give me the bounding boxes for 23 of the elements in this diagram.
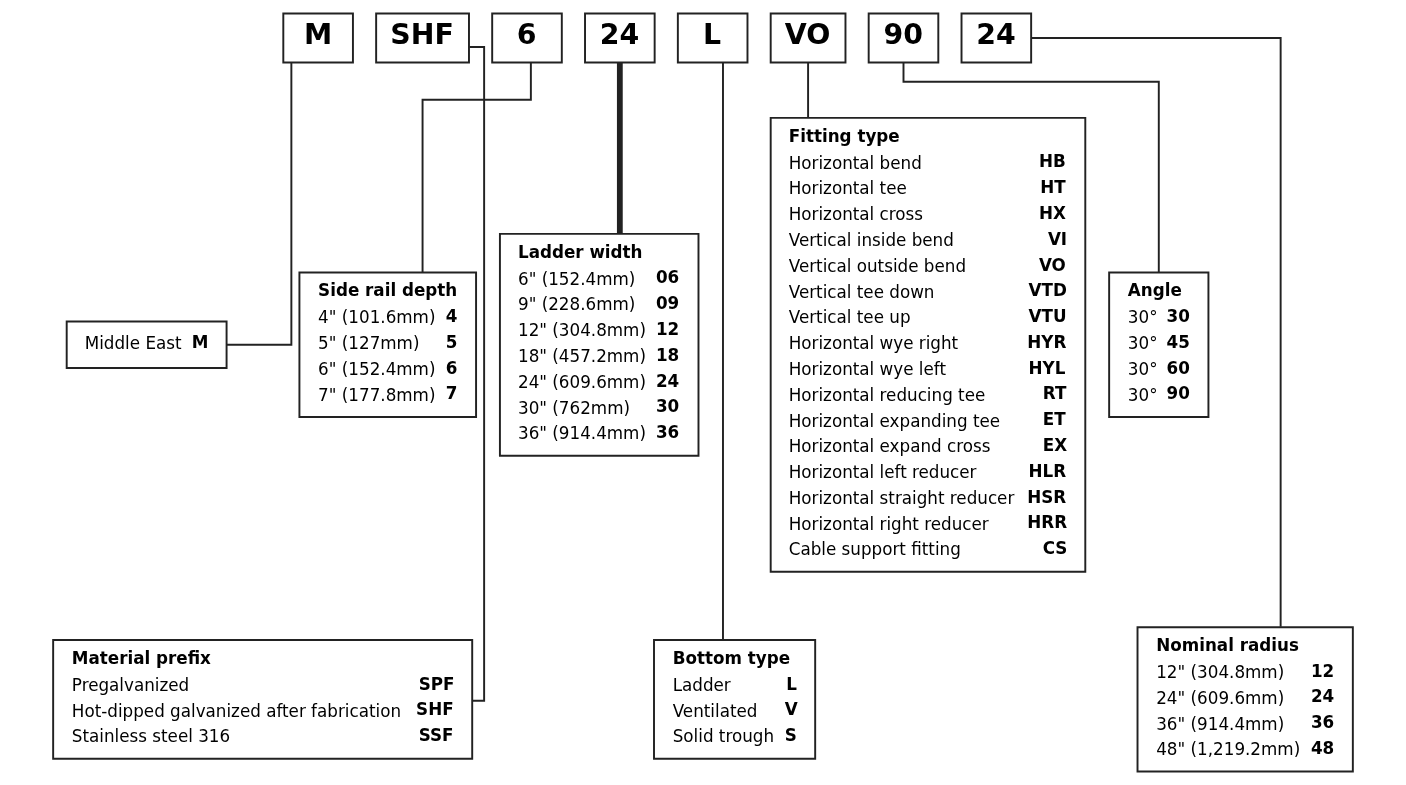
node-box: VO bbox=[769, 12, 847, 64]
node-box: Bottom type Ladder L Ventilated V Solid trough S bbox=[653, 639, 817, 760]
node-box: Side rail depth 4" (101.6mm) 4 5" (127mm) 5 6" (152.4mm) 6 7" (177.8mm) 7 bbox=[298, 271, 478, 418]
connector bbox=[225, 61, 293, 346]
connector bbox=[616, 62, 623, 234]
node-box: Material prefix Pregalvanized SPF Hot-dipped galvanized after fabrication SHF Stainless steel 316 SSF bbox=[52, 639, 474, 760]
node-box: Fitting type Horizontal bend HB Horizontal tee HT Horizontal cross HX Vertical inside bend VI Vertical outside bend VO Vertical tee down VTD Vertical tee up VTU Horizontal wye right HYR Horizontal wye left HYL Horizontal reducing tee RT Horizontal expanding tee ET Horizontal expand cross EX Horizontal left reducer HLR Horizontal straight reducer HSR Horizontal right reducer HRR Cable support fitting CS bbox=[769, 116, 1087, 573]
connector bbox=[722, 61, 724, 641]
node-box: Angle 30° 30 30° 45 30° 60 30° 90 bbox=[1108, 271, 1210, 418]
node-box: L bbox=[676, 12, 749, 64]
node-box: 6 bbox=[491, 12, 563, 64]
node-box: M bbox=[282, 12, 354, 64]
connector bbox=[468, 46, 486, 702]
node-box: Ladder width 6" (152.4mm) 06 9" (228.6mm) 09 12" (304.8mm) 12 18" (457.2mm) 18 24" (609.6mm) 24 30" (762mm) 30 36" (914.4mm) 36 bbox=[498, 232, 700, 457]
node-box: Middle East M bbox=[65, 320, 228, 369]
node-box: SHF bbox=[375, 12, 470, 64]
node-box: Nominal radius 12" (304.8mm) 12 24" (609.6mm) 24 36" (914.4mm) 36 48" (1,219.2mm) 48 bbox=[1136, 626, 1354, 773]
node-box: 90 bbox=[867, 12, 940, 64]
connector bbox=[421, 61, 532, 274]
connector bbox=[1030, 36, 1282, 628]
node-box: 24 bbox=[584, 12, 656, 64]
node-box: 24 bbox=[960, 12, 1033, 64]
connector bbox=[807, 61, 810, 119]
